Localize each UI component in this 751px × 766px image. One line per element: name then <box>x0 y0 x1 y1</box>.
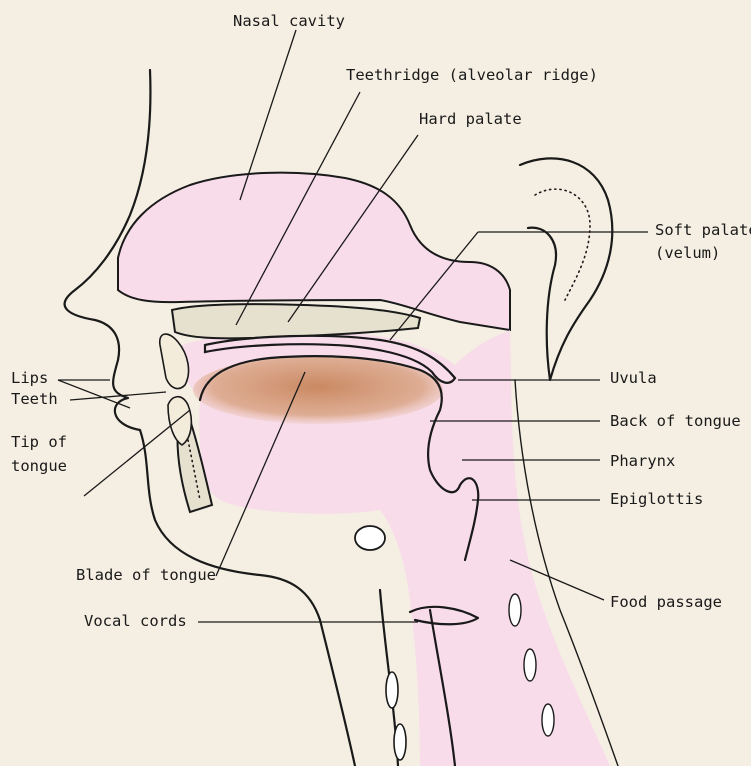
label-teeth: Teeth <box>11 390 58 409</box>
esophagus-ring <box>524 649 536 681</box>
label-teethridge: Teethridge (alveolar ridge) <box>346 66 598 85</box>
trachea-ring <box>386 672 398 708</box>
ear <box>520 158 612 380</box>
label-food-passage: Food passage <box>610 593 722 612</box>
esophagus-ring <box>509 594 521 626</box>
label-lips: Lips <box>11 369 48 388</box>
label-soft-palate: Soft palate <box>655 221 751 240</box>
label-uvula: Uvula <box>610 369 657 388</box>
label-nasal-cavity: Nasal cavity <box>233 12 345 31</box>
label-vocal-cords: Vocal cords <box>84 612 187 631</box>
leader-tip-of-tongue <box>84 410 190 496</box>
ear-inner <box>535 189 590 300</box>
label-hard-palate: Hard palate <box>419 110 522 129</box>
hyoid-bone <box>355 526 385 550</box>
label-epiglottis: Epiglottis <box>610 490 703 509</box>
label-velum: (velum) <box>655 244 720 263</box>
label-back-of-tongue: Back of tongue <box>610 412 741 431</box>
hard-palate-bone <box>172 304 420 338</box>
label-pharynx: Pharynx <box>610 452 675 471</box>
upper-teeth <box>160 334 189 388</box>
lower-teeth <box>168 397 191 445</box>
esophagus-ring <box>542 704 554 736</box>
trachea-ring <box>394 724 406 760</box>
label-tip-of-tongue-1: Tip of <box>11 433 67 452</box>
label-tip-of-tongue-2: tongue <box>11 457 67 476</box>
label-blade-of-tongue: Blade of tongue <box>76 566 216 585</box>
